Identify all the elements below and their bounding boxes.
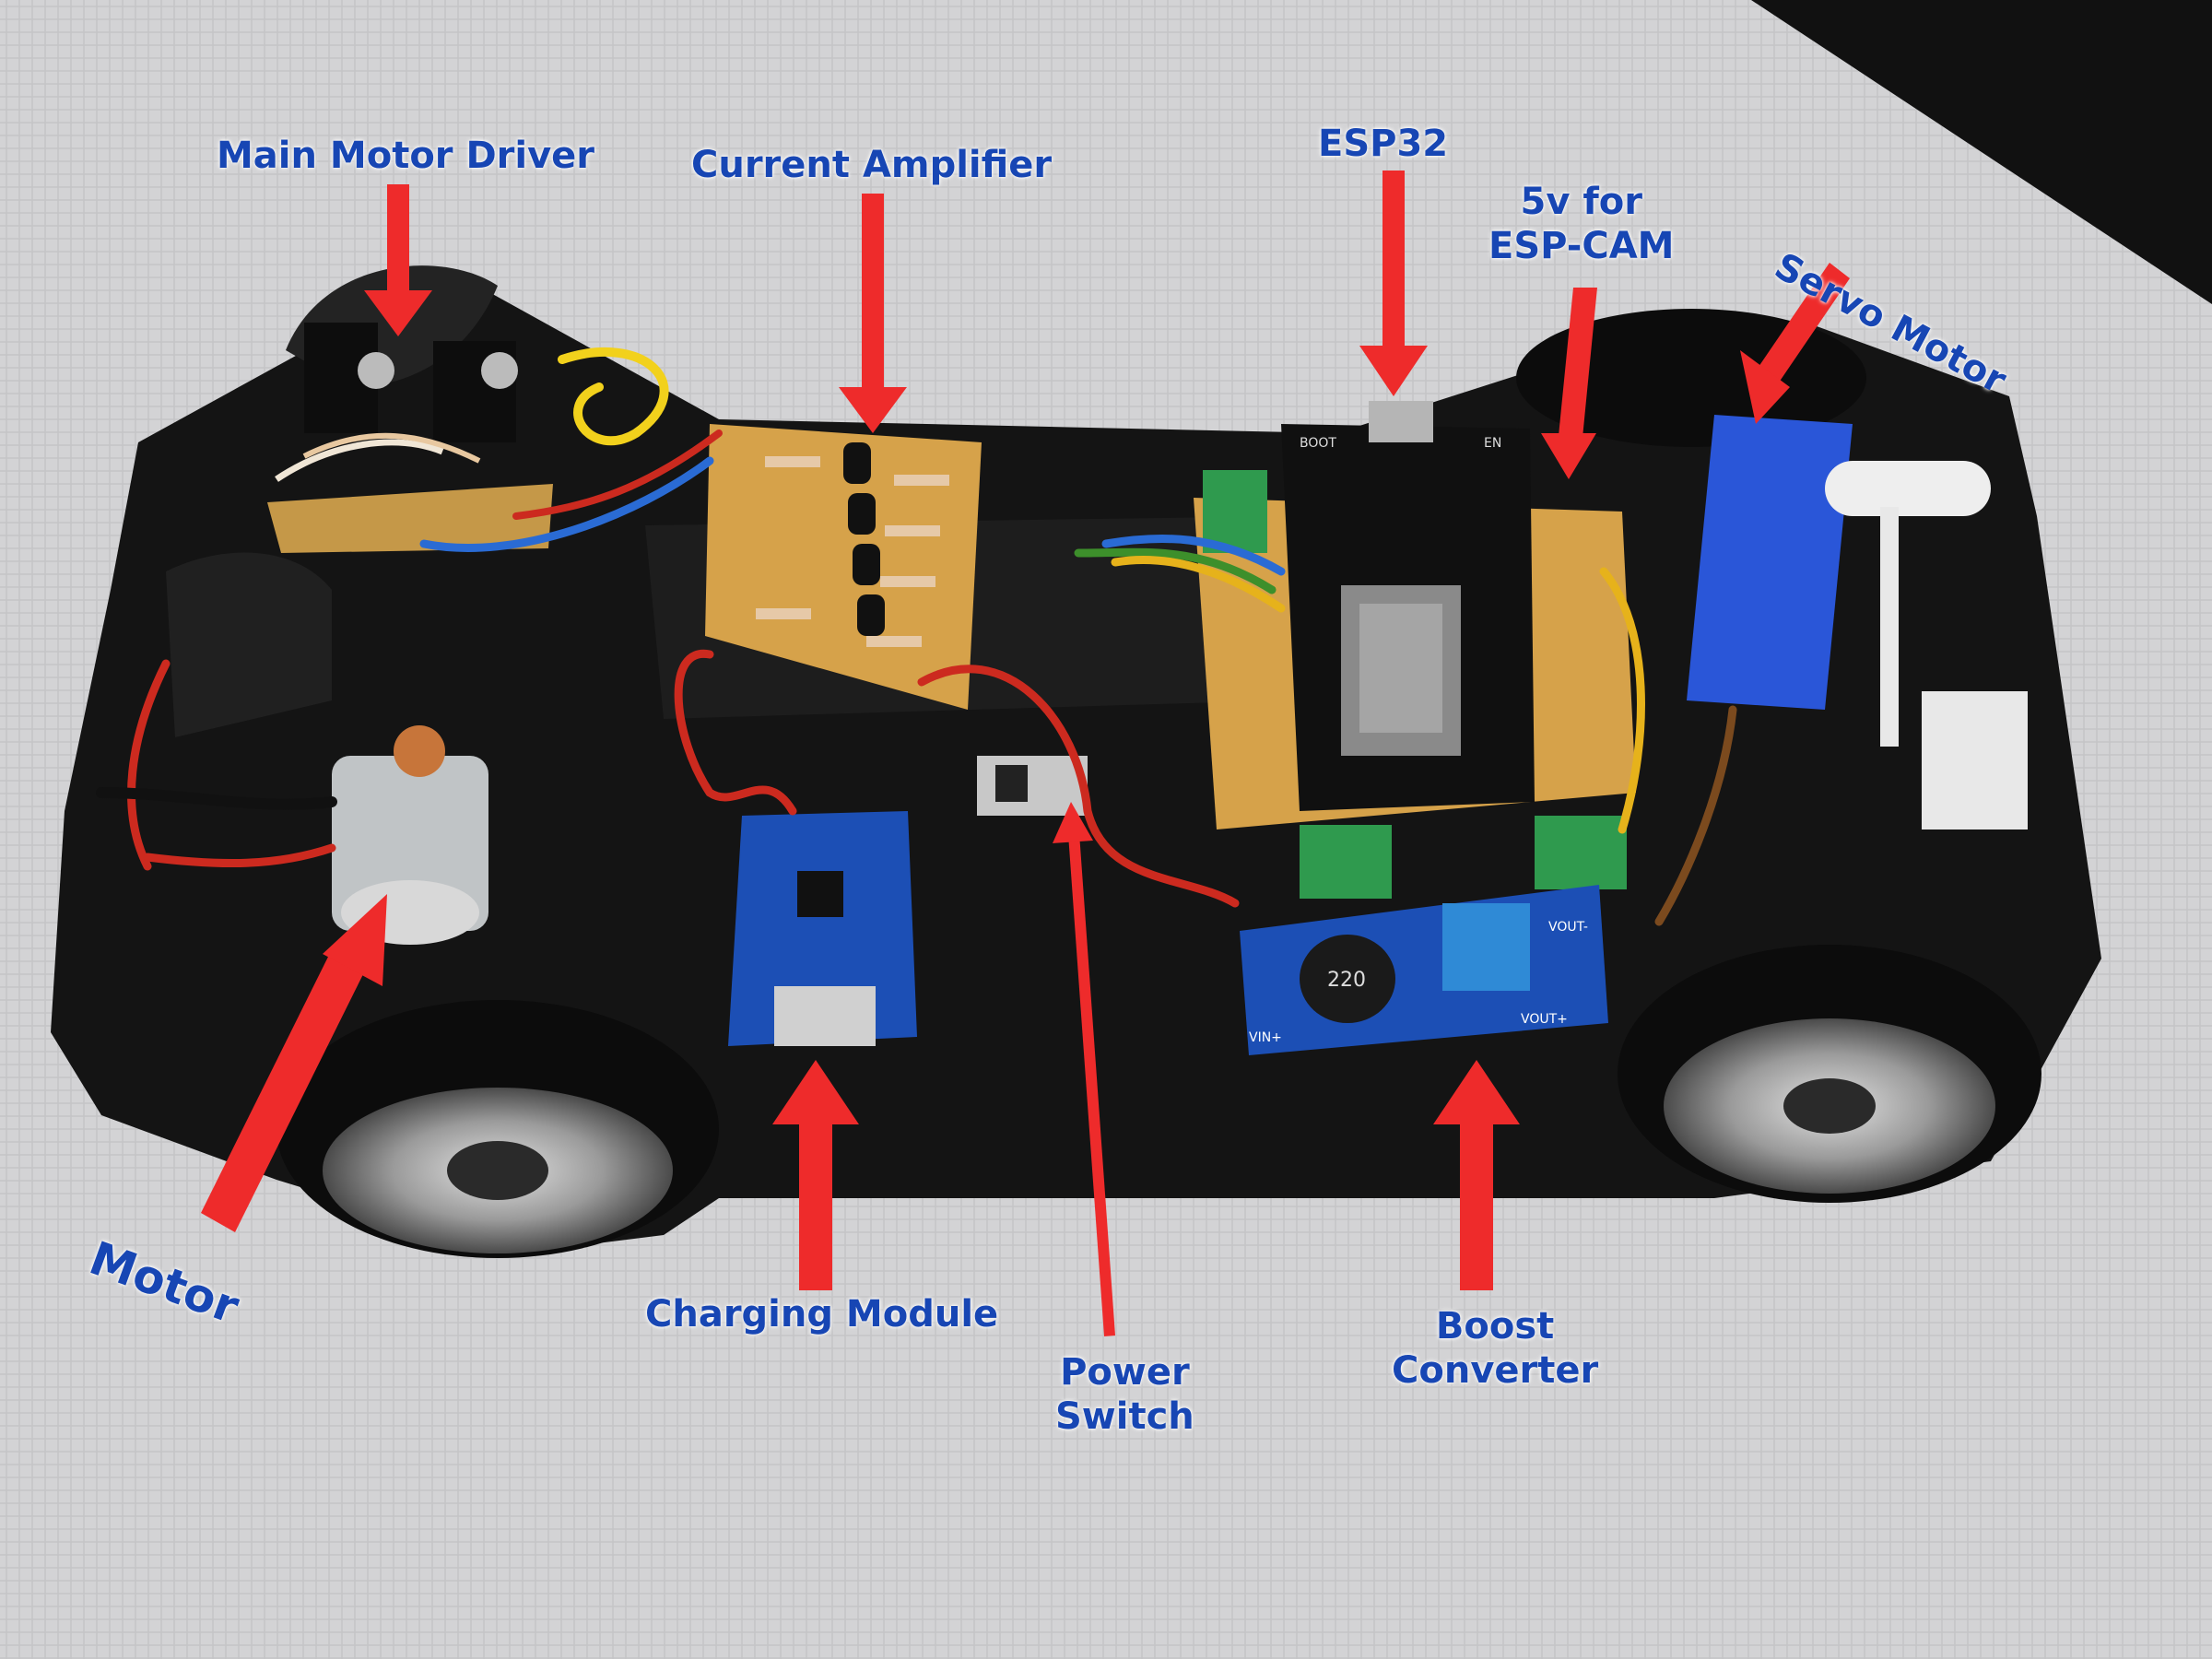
- label-boost-converter: Boost Converter: [1392, 1305, 1599, 1392]
- label-main-motor-driver: Main Motor Driver: [217, 135, 595, 177]
- arrow-charging-module: [772, 1060, 859, 1290]
- label-power-switch: Power Switch: [1055, 1351, 1194, 1438]
- arrow-servo-motor: [1740, 263, 1850, 424]
- rear-right-wheel: [1618, 945, 2041, 1203]
- arrow-current-amplifier: [839, 194, 907, 433]
- label-esp-cam-5v: 5v for ESP-CAM: [1488, 181, 1675, 267]
- current-amplifier-board: [705, 424, 982, 710]
- front-left-wheel: [276, 1000, 719, 1258]
- vin-silkscreen: VIN+: [1249, 1030, 1282, 1045]
- annotation-arrows: [201, 171, 1850, 1336]
- vout-silkscreen: VOUT+: [1521, 1012, 1568, 1027]
- inductor-marking: 220: [1327, 969, 1366, 992]
- motor-driver-board: [267, 323, 553, 553]
- arrow-power-switch: [1053, 802, 1115, 1336]
- servo-motor: [1687, 415, 2028, 830]
- arrow-motor: [201, 894, 387, 1232]
- esp32-board: BOOT EN: [1194, 401, 1636, 830]
- arrow-boost-converter: [1433, 1060, 1520, 1290]
- label-current-amplifier: Current Amplifier: [691, 144, 1053, 186]
- dark-corner: [1751, 0, 2212, 304]
- en-silkscreen: EN: [1484, 436, 1501, 451]
- vout-neg-silkscreen: VOUT-: [1548, 920, 1588, 935]
- terminal-blocks: [1203, 470, 1627, 899]
- drive-motor: [332, 725, 488, 945]
- boost-converter-board: 220 VIN+ VOUT+ VOUT-: [1240, 885, 1608, 1055]
- label-esp32: ESP32: [1318, 123, 1449, 165]
- arrow-main-motor-driver: [364, 184, 432, 336]
- charging-module: [728, 811, 917, 1046]
- power-switch: [977, 756, 1088, 816]
- arrow-esp32: [1359, 171, 1428, 396]
- label-charging-module: Charging Module: [645, 1293, 999, 1335]
- arrow-esp-cam-5v: [1541, 288, 1597, 479]
- wires: [96, 347, 1737, 926]
- boot-silkscreen: BOOT: [1300, 436, 1336, 451]
